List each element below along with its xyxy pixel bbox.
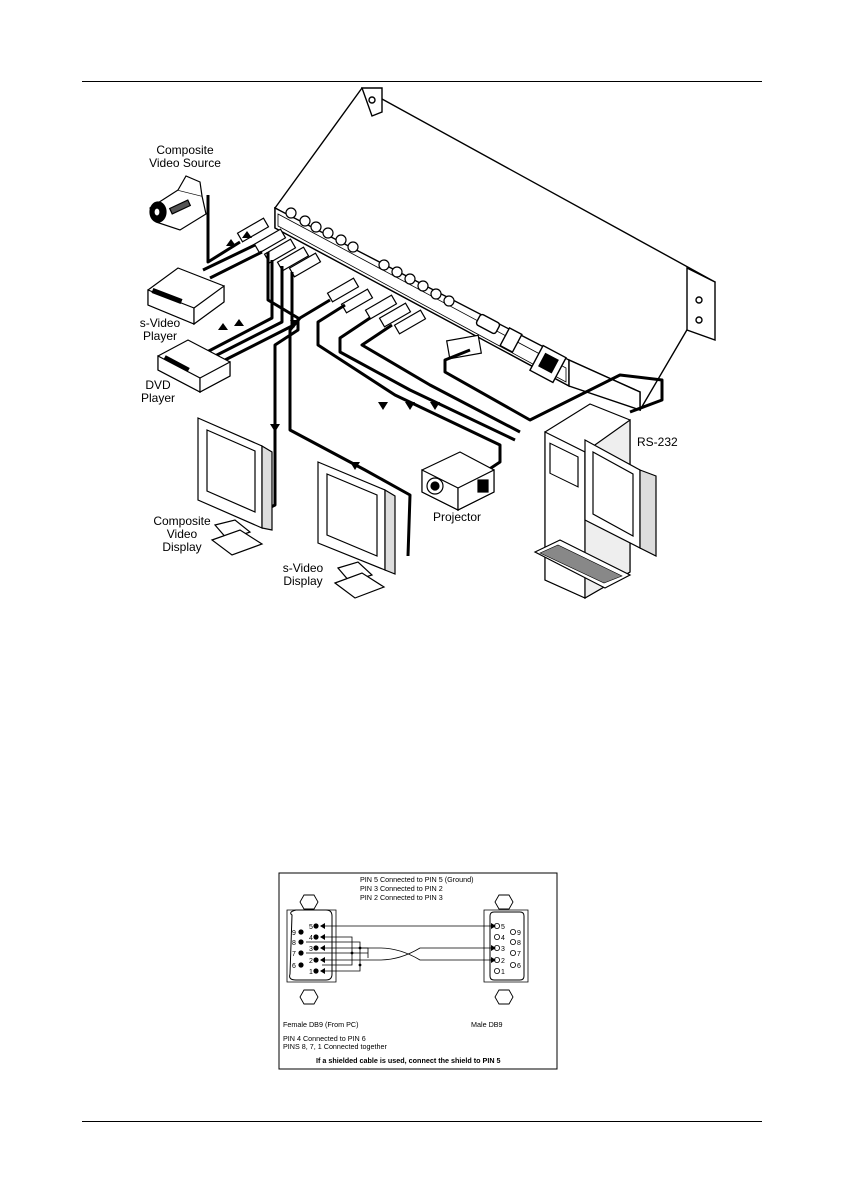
dvd-player-icon <box>157 339 231 393</box>
svideo-player-icon <box>147 267 225 326</box>
male-db9-label: Male DB9 <box>471 1020 503 1029</box>
top-note-1: PIN 5 Connected to PIN 5 (Ground) <box>360 875 473 884</box>
projector-icon <box>421 451 495 511</box>
composite-display-label-1: Composite <box>153 514 211 528</box>
svideo-display-icon <box>317 461 396 599</box>
pinout-wires <box>306 925 491 972</box>
rack-unit <box>273 87 716 412</box>
bottom-note-1: PIN 4 Connected to PIN 6 <box>283 1034 366 1043</box>
composite-display-label-2: Video <box>167 527 198 541</box>
male-pin-9: 9 <box>517 930 521 937</box>
pinout-arrowheads <box>320 923 496 974</box>
projector-label: Projector <box>433 510 481 524</box>
female-pin-5: 5 <box>309 924 313 931</box>
male-pin-5: 5 <box>501 924 505 931</box>
female-pin-8: 8 <box>292 940 296 947</box>
male-pin-4: 4 <box>501 935 505 942</box>
svideo-display-label-1: s-Video <box>283 561 324 575</box>
female-pin-4: 4 <box>309 935 313 942</box>
composite-source-label-2: Video Source <box>149 156 221 170</box>
svideo-player-label-1: s-Video <box>140 316 181 330</box>
female-pin-1: 1 <box>309 969 313 976</box>
female-pins <box>298 923 319 974</box>
female-db9-connector <box>286 909 337 983</box>
panel-bnc-connectors <box>285 207 455 307</box>
bottom-note-2: PINS 8, 7, 1 Connected together <box>283 1042 387 1051</box>
footer-rule <box>82 1121 762 1122</box>
male-pin-8: 8 <box>517 940 521 947</box>
shield-note: If a shielded cable is used, connect the… <box>316 1056 501 1065</box>
female-pin-2: 2 <box>309 958 313 965</box>
male-db9-connector <box>483 909 529 983</box>
male-pin-6: 6 <box>517 963 521 970</box>
pc-icon <box>533 403 657 600</box>
top-note-2: PIN 3 Connected to PIN 2 <box>360 884 443 893</box>
male-pins <box>493 923 516 975</box>
female-pin-6: 6 <box>292 963 296 970</box>
male-pin-7: 7 <box>517 951 521 958</box>
camcorder-icon <box>149 175 207 231</box>
svideo-player-label-2: Player <box>143 329 177 343</box>
dvd-player-label-1: DVD <box>145 378 171 392</box>
male-pin-3: 3 <box>501 946 505 953</box>
composite-display-label-3: Display <box>162 540 201 554</box>
header-rule <box>82 81 762 82</box>
rs232-label: RS-232 <box>637 435 678 449</box>
cable-plugs <box>236 217 483 360</box>
connector-screws <box>299 894 514 1005</box>
composite-display-icon <box>197 417 273 556</box>
signal-arrows <box>218 231 440 470</box>
male-pin-1: 1 <box>501 969 505 976</box>
female-pin-7: 7 <box>292 951 296 958</box>
svideo-display-label-2: Display <box>283 574 322 588</box>
female-pin-3: 3 <box>309 946 313 953</box>
female-pin-9: 9 <box>292 930 296 937</box>
male-pin-2: 2 <box>501 958 505 965</box>
top-note-3: PIN 2 Connected to PIN 3 <box>360 893 443 902</box>
composite-source-label-1: Composite <box>156 143 214 157</box>
dvd-player-label-2: Player <box>141 391 175 405</box>
cables <box>202 195 664 557</box>
female-db9-label: Female DB9 (From PC) <box>283 1020 358 1029</box>
